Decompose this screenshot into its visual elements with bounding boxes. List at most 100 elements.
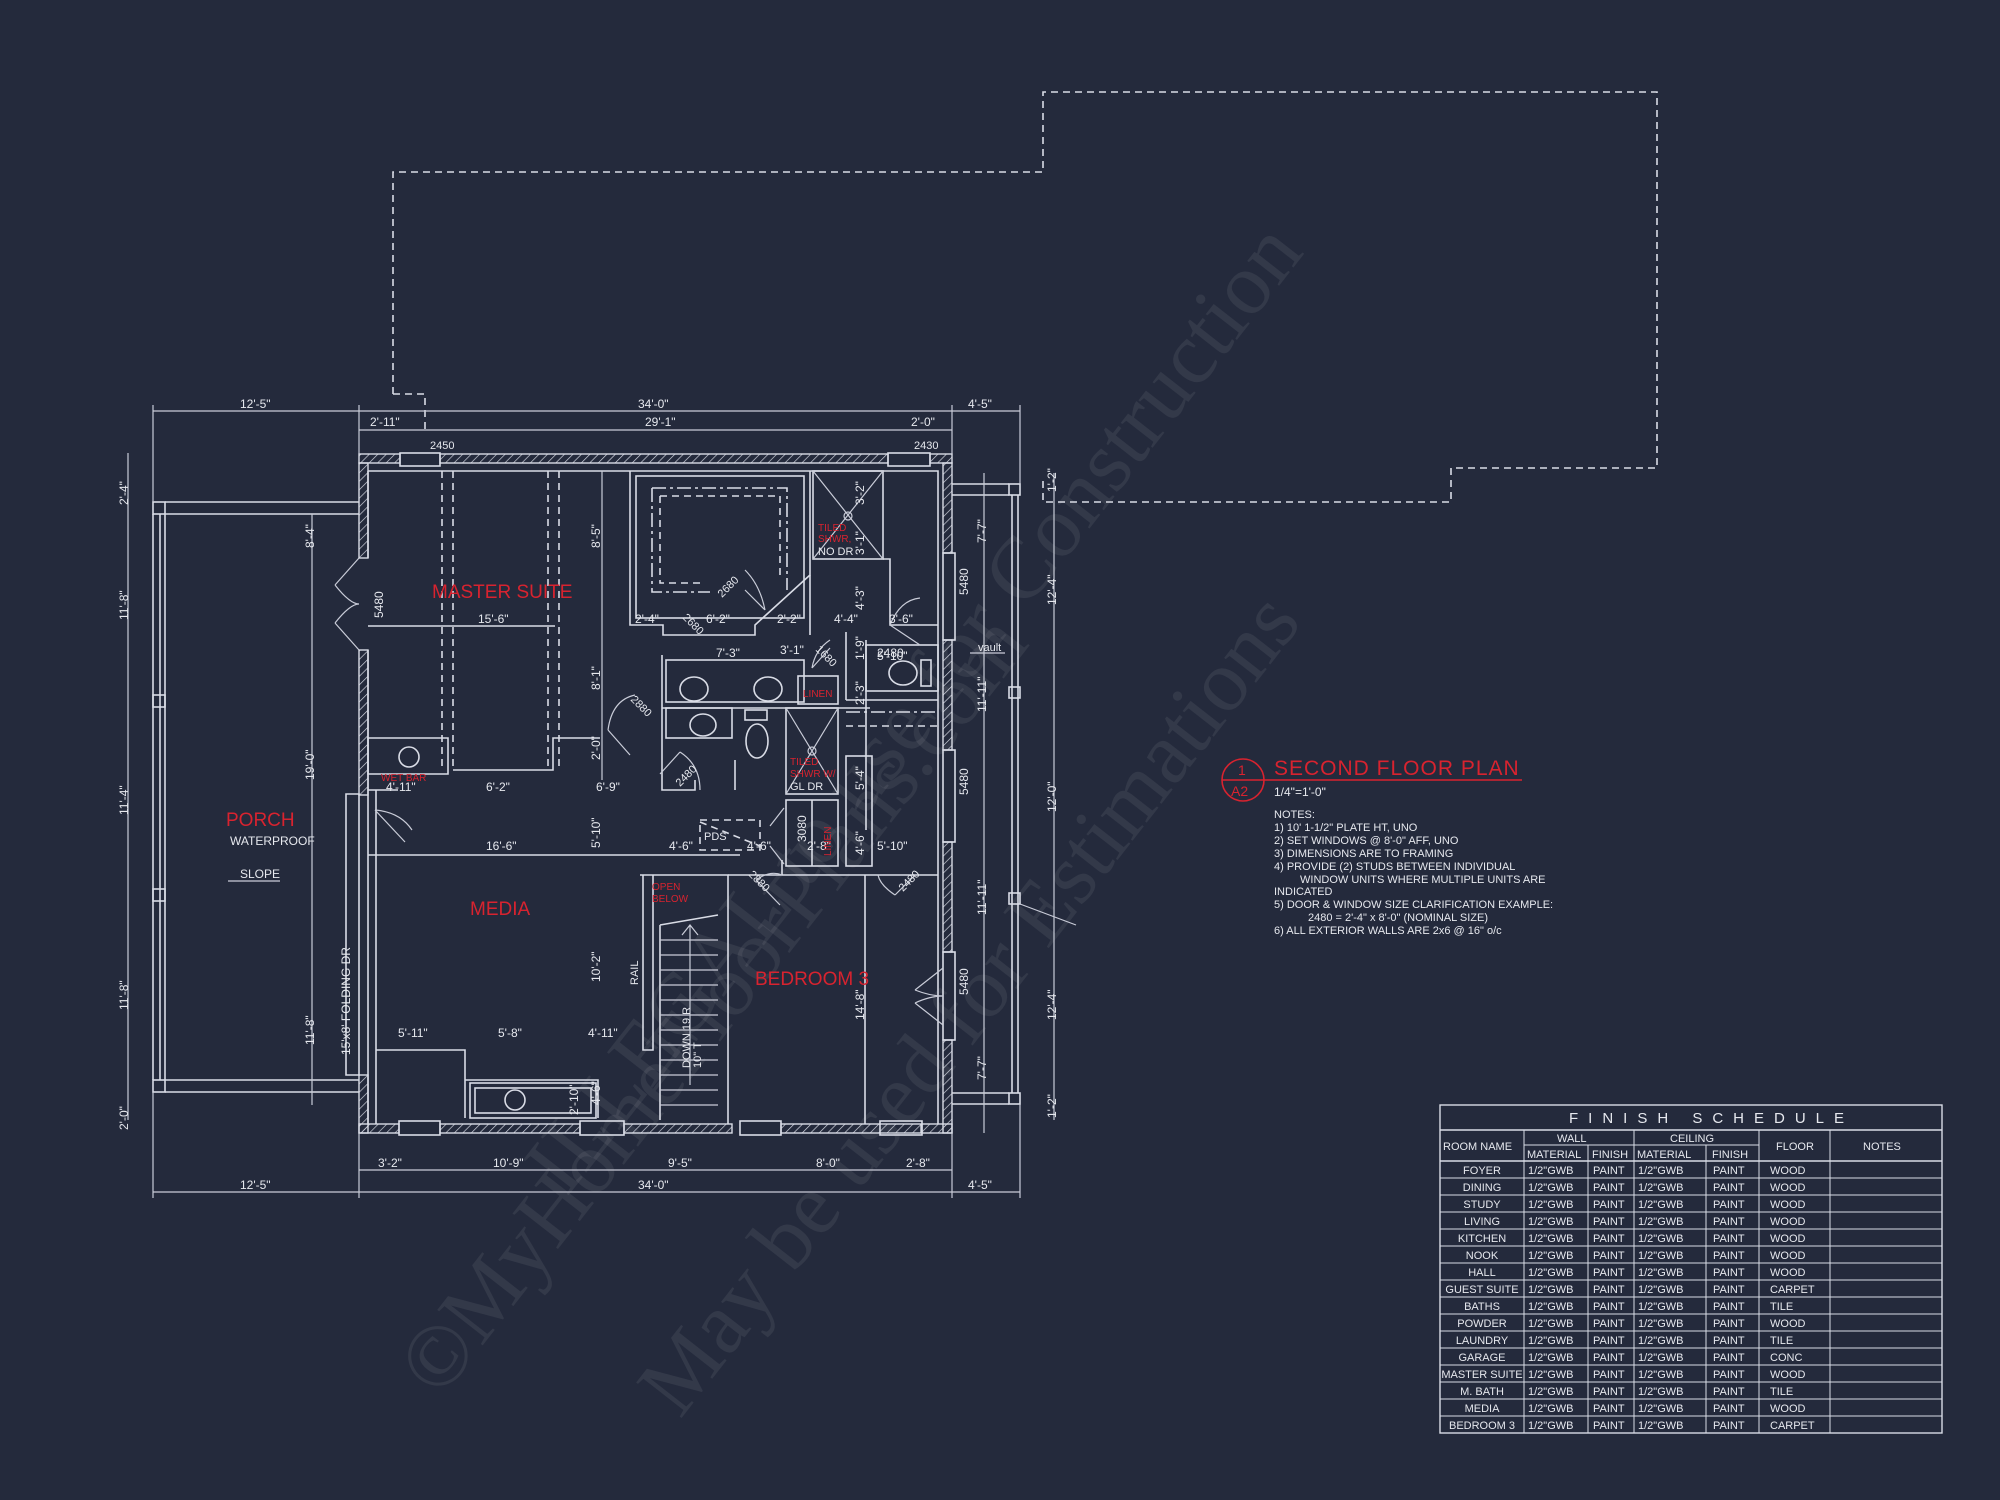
svg-text:4'-6": 4'-6" bbox=[747, 839, 771, 853]
cell-floor: WOOD bbox=[1770, 1216, 1805, 1228]
detail-number: 1 bbox=[1238, 762, 1246, 778]
cell-ceil-mat: 1/2"GWB bbox=[1638, 1182, 1683, 1194]
svg-text:7'-7": 7'-7" bbox=[975, 519, 989, 543]
cell-wall-fin: PAINT bbox=[1593, 1403, 1625, 1415]
label-bedroom-3: BEDROOM 3 bbox=[755, 969, 869, 990]
dimension-text: 12'-5" 34'-0" 4'-5" 2'-11" 29'-1" 2'-0" … bbox=[117, 397, 1059, 1192]
cell-wall-mat: 1/2"GWB bbox=[1528, 1386, 1573, 1398]
cell-room: DINING bbox=[1463, 1182, 1502, 1194]
svg-text:3'-1": 3'-1" bbox=[853, 531, 867, 555]
svg-text:12'-5": 12'-5" bbox=[240, 1178, 271, 1192]
svg-text:4'-5": 4'-5" bbox=[968, 397, 992, 411]
cell-ceil-mat: 1/2"GWB bbox=[1638, 1369, 1683, 1381]
cell-wall-mat: 1/2"GWB bbox=[1528, 1267, 1573, 1279]
svg-text:WET BAR: WET BAR bbox=[381, 773, 426, 784]
cell-ceil-fin: PAINT bbox=[1713, 1284, 1745, 1296]
cell-ceil-mat: 1/2"GWB bbox=[1638, 1420, 1683, 1432]
cell-wall-mat: 1/2"GWB bbox=[1528, 1250, 1573, 1262]
dimension-lines bbox=[127, 405, 1055, 1198]
cell-wall-fin: PAINT bbox=[1593, 1165, 1625, 1177]
cell-room: STUDY bbox=[1463, 1199, 1501, 1211]
svg-text:4'-11": 4'-11" bbox=[386, 780, 416, 794]
svg-text:4'-5": 4'-5" bbox=[968, 1178, 992, 1192]
cell-wall-fin: PAINT bbox=[1593, 1318, 1625, 1330]
label-porch: PORCH bbox=[226, 810, 295, 831]
svg-text:4'-4": 4'-4" bbox=[834, 612, 858, 626]
cell-ceil-fin: PAINT bbox=[1713, 1403, 1745, 1415]
svg-text:BELOW: BELOW bbox=[652, 894, 689, 905]
svg-text:4'-6": 4'-6" bbox=[853, 831, 867, 855]
cell-room: LIVING bbox=[1464, 1216, 1500, 1228]
svg-text:1'-9": 1'-9" bbox=[853, 636, 867, 660]
cell-wall-mat: 1/2"GWB bbox=[1528, 1165, 1573, 1177]
cell-ceil-fin: PAINT bbox=[1713, 1233, 1745, 1245]
svg-text:GL DR: GL DR bbox=[790, 781, 823, 793]
svg-text:TILED: TILED bbox=[818, 523, 846, 534]
cell-wall-fin: PAINT bbox=[1593, 1267, 1625, 1279]
svg-text:10'-2": 10'-2" bbox=[589, 951, 603, 982]
svg-text:5480: 5480 bbox=[957, 568, 971, 595]
svg-text:2'-10": 2'-10" bbox=[567, 1084, 581, 1115]
schedule-title: FINISH SCHEDULE bbox=[1569, 1110, 1854, 1127]
cell-ceil-mat: 1/2"GWB bbox=[1638, 1301, 1683, 1313]
cell-wall-fin: PAINT bbox=[1593, 1369, 1625, 1381]
svg-text:FINISH: FINISH bbox=[1712, 1149, 1748, 1161]
cell-wall-fin: PAINT bbox=[1593, 1335, 1625, 1347]
svg-text:INDICATED: INDICATED bbox=[1274, 886, 1333, 898]
cell-wall-fin: PAINT bbox=[1593, 1420, 1625, 1432]
sheet-number: A2 bbox=[1231, 783, 1248, 799]
svg-text:SHWR W/: SHWR W/ bbox=[790, 769, 836, 780]
cell-floor: WOOD bbox=[1770, 1369, 1805, 1381]
svg-text:LINEN: LINEN bbox=[803, 689, 832, 700]
svg-text:34'-0": 34'-0" bbox=[638, 1178, 669, 1192]
cell-room: BATHS bbox=[1464, 1301, 1500, 1313]
cell-room: MASTER SUITE bbox=[1441, 1369, 1522, 1381]
porch bbox=[152, 501, 360, 1093]
svg-text:2480: 2480 bbox=[897, 868, 923, 894]
cell-room: GARAGE bbox=[1458, 1352, 1505, 1364]
cell-floor: WOOD bbox=[1770, 1250, 1805, 1262]
svg-text:4'-3": 4'-3" bbox=[853, 586, 867, 610]
cell-ceil-mat: 1/2"GWB bbox=[1638, 1352, 1683, 1364]
cell-wall-mat: 1/2"GWB bbox=[1528, 1301, 1573, 1313]
cell-floor: TILE bbox=[1770, 1386, 1793, 1398]
svg-text:1'-2": 1'-2" bbox=[1045, 1094, 1059, 1118]
cell-room: NOOK bbox=[1466, 1250, 1499, 1262]
svg-text:7'-3": 7'-3" bbox=[716, 646, 740, 660]
svg-text:2680: 2680 bbox=[716, 574, 742, 600]
cell-room: POWDER bbox=[1457, 1318, 1507, 1330]
svg-text:2450: 2450 bbox=[430, 440, 454, 452]
svg-text:8'-4": 8'-4" bbox=[303, 524, 317, 548]
svg-text:6'-2": 6'-2" bbox=[486, 780, 510, 794]
svg-text:NOTES: NOTES bbox=[1863, 1141, 1901, 1153]
drawing-title: 1 A2 SECOND FLOOR PLAN 1/4"=1'-0" bbox=[1221, 757, 1522, 802]
svg-text:2430: 2430 bbox=[914, 440, 938, 452]
room-labels: MASTER SUITE MEDIA BEDROOM 3 PORCH WATER… bbox=[226, 523, 1005, 1068]
general-notes: NOTES: 1) 10' 1-1/2" PLATE HT, UNO 2) SE… bbox=[1274, 809, 1553, 937]
right-rail bbox=[952, 483, 1077, 1105]
svg-text:WATERPROOF: WATERPROOF bbox=[230, 834, 315, 848]
cell-ceil-fin: PAINT bbox=[1713, 1301, 1745, 1313]
svg-text:2880: 2880 bbox=[628, 694, 654, 720]
svg-text:6'-2": 6'-2" bbox=[706, 612, 730, 626]
cell-ceil-fin: PAINT bbox=[1713, 1369, 1745, 1381]
svg-text:12'-4": 12'-4" bbox=[1045, 989, 1059, 1020]
svg-text:29'-1": 29'-1" bbox=[645, 415, 676, 429]
svg-text:PDS: PDS bbox=[704, 831, 727, 843]
cell-floor: CARPET bbox=[1770, 1420, 1815, 1432]
svg-text:FLOOR: FLOOR bbox=[1776, 1141, 1814, 1153]
cell-wall-fin: PAINT bbox=[1593, 1216, 1625, 1228]
label-master-suite: MASTER SUITE bbox=[432, 582, 572, 603]
svg-text:1'-2": 1'-2" bbox=[1045, 468, 1059, 492]
cell-wall-fin: PAINT bbox=[1593, 1182, 1625, 1194]
svg-text:WALL: WALL bbox=[1557, 1133, 1587, 1145]
svg-text:3) DIMENSIONS ARE TO FRAMING: 3) DIMENSIONS ARE TO FRAMING bbox=[1274, 848, 1453, 860]
cell-ceil-fin: PAINT bbox=[1713, 1386, 1745, 1398]
